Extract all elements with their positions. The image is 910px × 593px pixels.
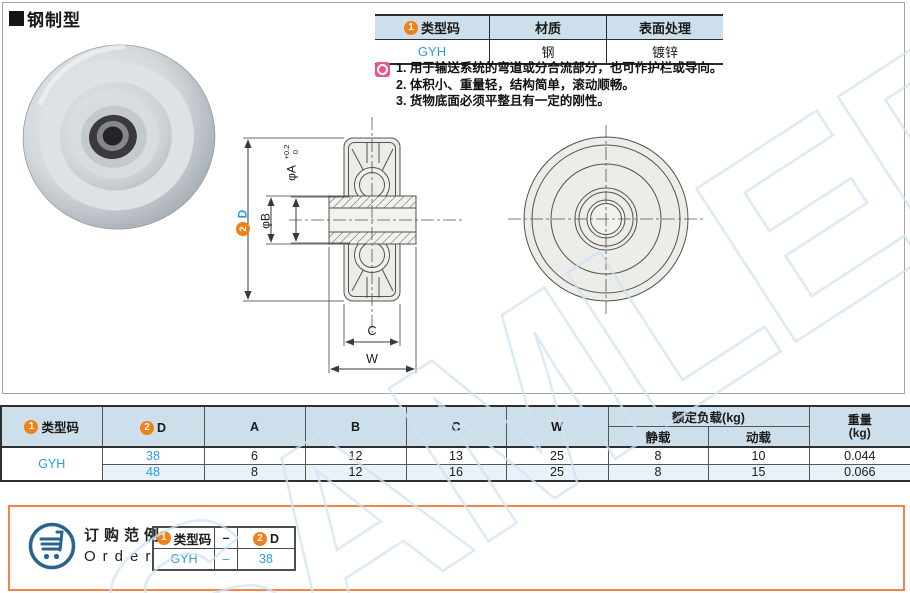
spec-cell-d: 38 xyxy=(101,446,205,465)
marker-2-icon: 2 xyxy=(139,420,154,435)
spec-cell-a: 6 xyxy=(203,446,306,465)
order-value-d: 38 xyxy=(237,548,296,571)
spec-header-load: 额定负载(kg) xyxy=(607,405,810,427)
centerlines xyxy=(289,117,705,333)
spec-cell-static: 8 xyxy=(607,463,709,482)
technical-drawing: 2 D φB φA +0.2 0 C W xyxy=(236,117,705,373)
order-value-separator: – xyxy=(214,548,238,571)
dimensions: 2 D φB φA +0.2 0 C W xyxy=(236,137,417,373)
spec-header-a: A xyxy=(203,405,306,448)
dim-label-phi-b: φB xyxy=(259,213,273,229)
spec-cell-w: 25 xyxy=(505,446,609,465)
spec-header-w: W xyxy=(505,405,609,448)
svg-text:+0.2: +0.2 xyxy=(282,145,291,160)
note-ring-icon xyxy=(375,62,390,77)
svg-text:2: 2 xyxy=(238,226,249,231)
info-table-value-row: GYH 钢 镀锌 xyxy=(375,40,723,65)
marker-2-icon: 2 xyxy=(252,532,267,546)
svg-text:0: 0 xyxy=(291,150,300,154)
spec-cell-a: 8 xyxy=(203,463,306,482)
side-section-view xyxy=(328,137,417,302)
title-square-marker xyxy=(9,11,24,26)
info-header-type-code: 1 类型码 xyxy=(375,16,489,39)
spec-cell-c: 16 xyxy=(405,463,507,482)
page-title: 钢制型 xyxy=(9,6,81,31)
order-header-separator: – xyxy=(214,526,238,549)
note-line-1: 1. 用于输送系统的弯道或分合流部分，也可作护栏或导向。 xyxy=(396,61,723,75)
spec-cell-weight: 0.066 xyxy=(808,463,910,482)
order-value-type-code: GYH xyxy=(152,548,215,571)
spec-cell-static: 8 xyxy=(607,446,709,465)
spec-cell-type-code: GYH xyxy=(0,446,103,482)
spec-header-dynamic-load: 动载 xyxy=(707,426,810,448)
svg-text:φA: φA xyxy=(285,165,299,181)
main-content-box: 钢制型 xyxy=(2,2,905,394)
marker-1-icon: 1 xyxy=(24,419,39,434)
spec-row-38: GYH 38 6 12 13 25 8 10 0.044 xyxy=(0,446,910,482)
note-line-2: 2. 体积小、重量轻，结构简单，滚动顺畅。 xyxy=(396,77,635,92)
spec-cell-weight: 0.044 xyxy=(808,446,910,465)
dim-label-d: 2 D xyxy=(236,209,250,236)
spec-cell-w: 25 xyxy=(505,463,609,482)
spec-cell-b: 12 xyxy=(304,463,407,482)
spec-header-static-load: 静载 xyxy=(607,426,709,448)
marker-1-icon: 1 xyxy=(403,20,418,35)
spec-cell-b: 12 xyxy=(304,446,407,465)
dim-label-phi-a: φA +0.2 0 xyxy=(282,145,300,181)
info-value-material: 钢 xyxy=(489,40,606,63)
info-header-surface: 表面处理 xyxy=(606,16,723,39)
spec-header-b: B xyxy=(304,405,407,448)
spec-row-48: 48 8 12 16 25 8 15 0.066 xyxy=(1,463,910,482)
dim-label-w: W xyxy=(366,352,378,366)
marker-1-icon: 1 xyxy=(156,531,171,545)
order-label-cn: 订购范例 xyxy=(84,527,165,544)
svg-text:φB: φB xyxy=(259,213,273,229)
info-value-type-code: GYH xyxy=(417,44,447,59)
svg-text:D: D xyxy=(236,209,250,218)
info-table: 1 类型码 材质 表面处理 GYH 钢 镀锌 xyxy=(375,14,723,65)
info-table-header-row: 1 类型码 材质 表面处理 xyxy=(375,16,723,40)
spec-cell-c: 13 xyxy=(405,446,507,465)
spec-header-weight: 重量 (kg) xyxy=(808,405,910,448)
spec-header-c: C xyxy=(405,405,507,448)
order-table-value-row: GYH – 38 xyxy=(152,548,296,571)
info-value-surface: 镀锌 xyxy=(606,40,723,63)
spec-cell-d: 48 xyxy=(101,463,205,482)
spec-cell-dynamic: 15 xyxy=(707,463,810,482)
product-photo xyxy=(22,44,216,230)
notes-block: 1. 用于输送系统的弯道或分合流部分，也可作护栏或导向。 2. 体积小、重量轻，… xyxy=(375,60,905,110)
page-title-text: 钢制型 xyxy=(27,11,81,30)
note-line-3: 3. 货物底面必须平整且有一定的刚性。 xyxy=(396,94,610,108)
shopping-cart-icon xyxy=(28,522,76,570)
spec-cell-dynamic: 10 xyxy=(707,446,810,465)
dim-label-c: C xyxy=(367,324,376,338)
order-label-en: Order xyxy=(84,548,158,565)
info-header-material: 材质 xyxy=(489,16,606,39)
